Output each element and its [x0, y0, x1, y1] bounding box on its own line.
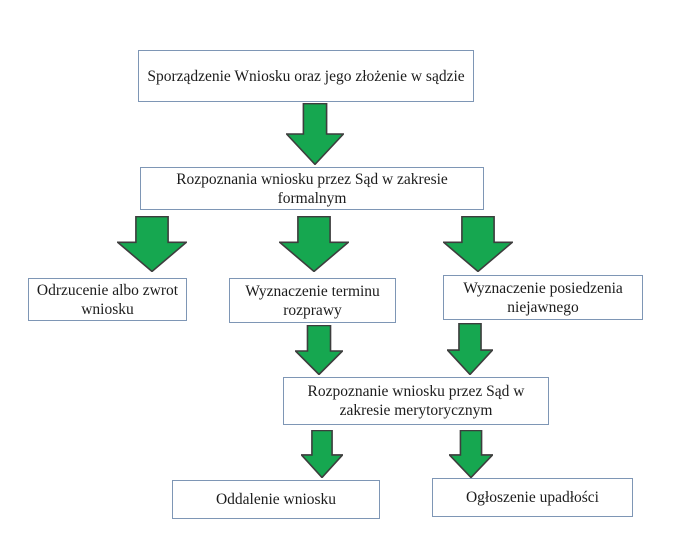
node-formal-review-label: Rozpoznania wniosku przez Sąd w zakresie…: [176, 170, 448, 207]
node-rejection: Odrzucenie albo zwrot wniosku: [28, 278, 187, 321]
node-hearing-date-label: Wyznaczenie terminu rozprawy: [245, 282, 380, 319]
down-arrow-icon: [443, 216, 513, 272]
node-dismissal: Oddalenie wniosku: [172, 480, 380, 519]
down-arrow-icon: [117, 216, 187, 272]
node-start-label: Sporządzenie Wniosku oraz jego złożenie …: [147, 67, 465, 85]
node-merits-review-label: Rozpoznanie wniosku przez Sąd w zakresie…: [307, 383, 525, 419]
node-start: Sporządzenie Wniosku oraz jego złożenie …: [138, 50, 474, 102]
node-bankruptcy-declared: Ogłoszenie upadłości: [432, 478, 633, 517]
node-closed-session-label: Wyznaczenie posiedzenia niejawnego: [463, 279, 623, 316]
node-rejection-label: Odrzucenie albo zwrot wniosku: [36, 281, 179, 318]
node-formal-review: Rozpoznania wniosku przez Sąd w zakresie…: [140, 167, 484, 210]
node-dismissal-label: Oddalenie wniosku: [215, 491, 337, 508]
down-arrow-icon: [447, 323, 493, 375]
node-merits-review: Rozpoznanie wniosku przez Sąd w zakresie…: [283, 377, 549, 425]
down-arrow-icon: [301, 430, 343, 478]
node-hearing-date: Wyznaczenie terminu rozprawy: [229, 278, 396, 323]
down-arrow-icon: [279, 216, 349, 272]
down-arrow-icon: [286, 103, 344, 165]
node-closed-session: Wyznaczenie posiedzenia niejawnego: [443, 275, 643, 320]
node-bankruptcy-declared-label: Ogłoszenie upadłości: [465, 489, 599, 506]
down-arrow-icon: [295, 325, 343, 375]
down-arrow-icon: [449, 430, 493, 478]
